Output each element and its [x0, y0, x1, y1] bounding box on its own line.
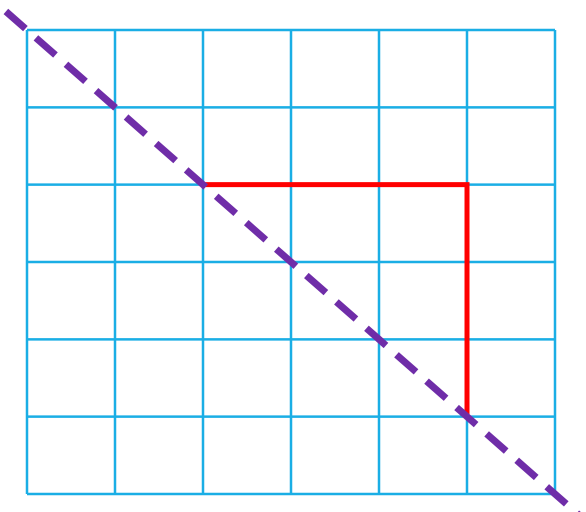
dashed-diagonal-line — [3, 8, 581, 512]
red-path — [200, 182, 470, 420]
red-path-layer — [200, 182, 470, 420]
diagonal-layer — [3, 8, 581, 512]
